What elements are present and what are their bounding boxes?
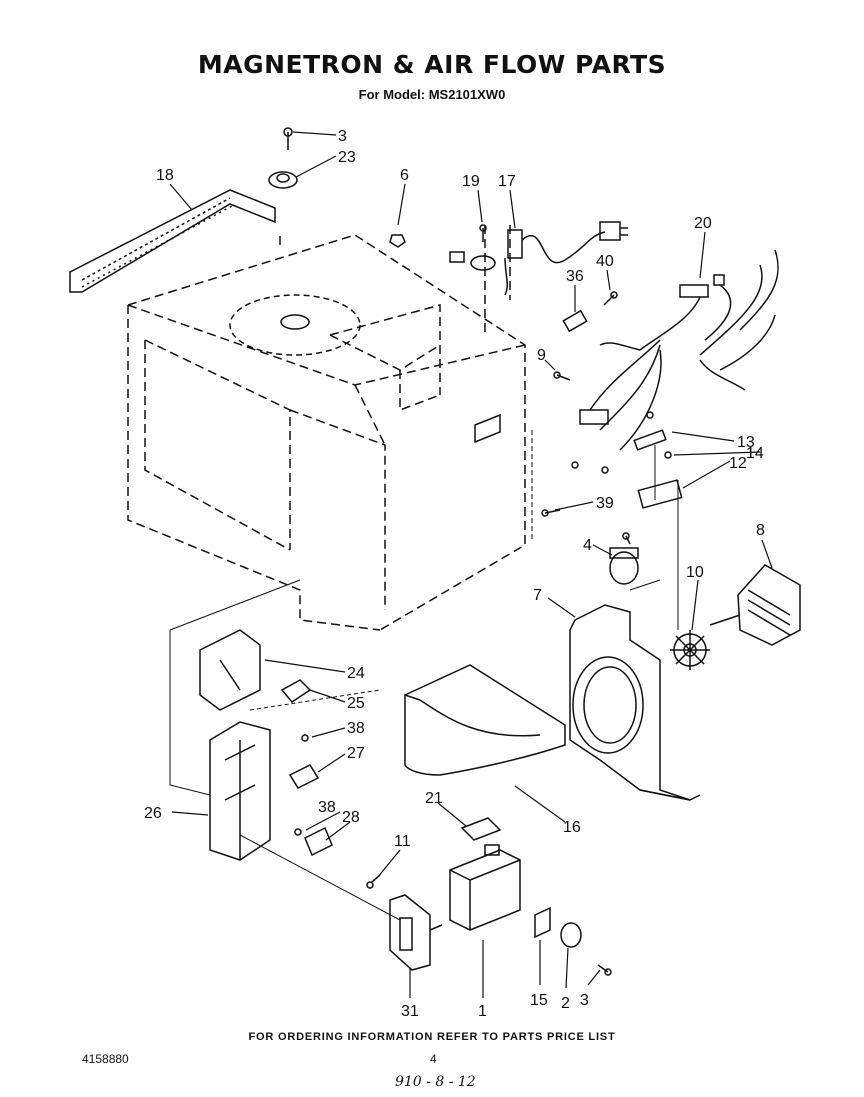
- callout-31: 31: [401, 1003, 419, 1020]
- callout-2: 2: [561, 995, 570, 1012]
- callout-28: 28: [342, 809, 360, 826]
- callout-4: 4: [583, 537, 592, 554]
- callout-40: 40: [596, 253, 614, 270]
- part-4-thermal-switch: [609, 547, 639, 585]
- part-31-lever: [389, 894, 443, 971]
- callout-24: 24: [347, 665, 365, 682]
- model-subtitle: For Model: MS2101XW0: [358, 87, 506, 102]
- ordering-note: FOR ORDERING INFORMATION REFER TO PARTS …: [248, 1031, 616, 1043]
- callout-3-bottom: 3: [580, 992, 589, 1009]
- page-title: MAGNETRON & AIR FLOW PARTS: [197, 50, 667, 79]
- callout-39: 39: [596, 495, 614, 512]
- part-26-door-interlock: [209, 721, 271, 861]
- part-15-gasket: [534, 906, 551, 939]
- oven-cavity-outline: [127, 225, 526, 631]
- callout-38-upper: 38: [347, 720, 365, 737]
- part-25-switch: [280, 679, 312, 703]
- part-28-switch: [304, 826, 333, 857]
- callout-20: 20: [694, 215, 712, 232]
- page-number: 4: [430, 1052, 437, 1066]
- part-38-screw-upper: [301, 734, 309, 742]
- part-20-wire-harness: [571, 249, 779, 474]
- handwritten-note: 910 - 8 - 12: [395, 1074, 476, 1090]
- part-10-fan-blade: [670, 630, 710, 670]
- callout-38-lower: 38: [318, 799, 336, 816]
- part-17-power-cord: [504, 221, 628, 296]
- part-24-latch-bracket: [199, 629, 261, 711]
- leader-lines: [169, 131, 773, 998]
- part-12-fuse-holder: [637, 479, 683, 509]
- part-39-screw: [541, 509, 631, 545]
- part-38-screw-lower: [294, 828, 302, 836]
- part-3-screw-top: [283, 127, 293, 150]
- callout-25: 25: [347, 695, 365, 712]
- callout-15: 15: [530, 992, 548, 1009]
- part-21-plate: [460, 817, 502, 841]
- callout-17: 17: [498, 173, 516, 190]
- callout-36: 36: [566, 268, 584, 285]
- callout-23: 23: [338, 149, 356, 166]
- callout-12: 12: [729, 455, 747, 472]
- callout-19: 19: [462, 173, 480, 190]
- part-18-vent-strip: [69, 189, 276, 293]
- part-19-screw: [449, 224, 496, 271]
- part-1-magnetron: [449, 844, 521, 931]
- callout-7: 7: [533, 587, 542, 604]
- document-number: 4158880: [82, 1052, 129, 1066]
- part-3-screw-bottom: [597, 964, 612, 976]
- part-7-fan-housing: [569, 604, 701, 801]
- callout-numbers: 3 23 18 6 19 17 20 36 40 9 13 14 12 39 4…: [144, 128, 765, 1020]
- callout-11: 11: [394, 833, 411, 850]
- callout-3-top: 3: [338, 128, 347, 145]
- part-13-fuse: [633, 429, 667, 451]
- callout-13: 13: [737, 434, 755, 451]
- part-27-switch: [288, 764, 320, 789]
- part-2-thermostat: [560, 922, 582, 948]
- callout-18: 18: [156, 167, 174, 184]
- part-14-screw: [664, 451, 672, 459]
- callout-16: 16: [563, 819, 581, 836]
- part-9-screw: [553, 371, 571, 381]
- callout-6: 6: [400, 167, 409, 184]
- callout-14: 14: [746, 445, 764, 462]
- part-8-fan-motor: [709, 564, 801, 646]
- part-36-connector: [562, 309, 588, 333]
- callout-26: 26: [144, 805, 162, 822]
- callout-10: 10: [686, 564, 704, 581]
- callout-9: 9: [537, 347, 546, 364]
- part-23-bracket: [268, 171, 298, 189]
- callout-1: 1: [478, 1003, 487, 1020]
- callout-21: 21: [425, 790, 443, 807]
- part-16-air-guide: [404, 664, 566, 776]
- part-6-nut: [389, 234, 406, 248]
- part-40-screw: [603, 291, 618, 306]
- callout-27: 27: [347, 745, 365, 762]
- callout-8: 8: [756, 522, 765, 539]
